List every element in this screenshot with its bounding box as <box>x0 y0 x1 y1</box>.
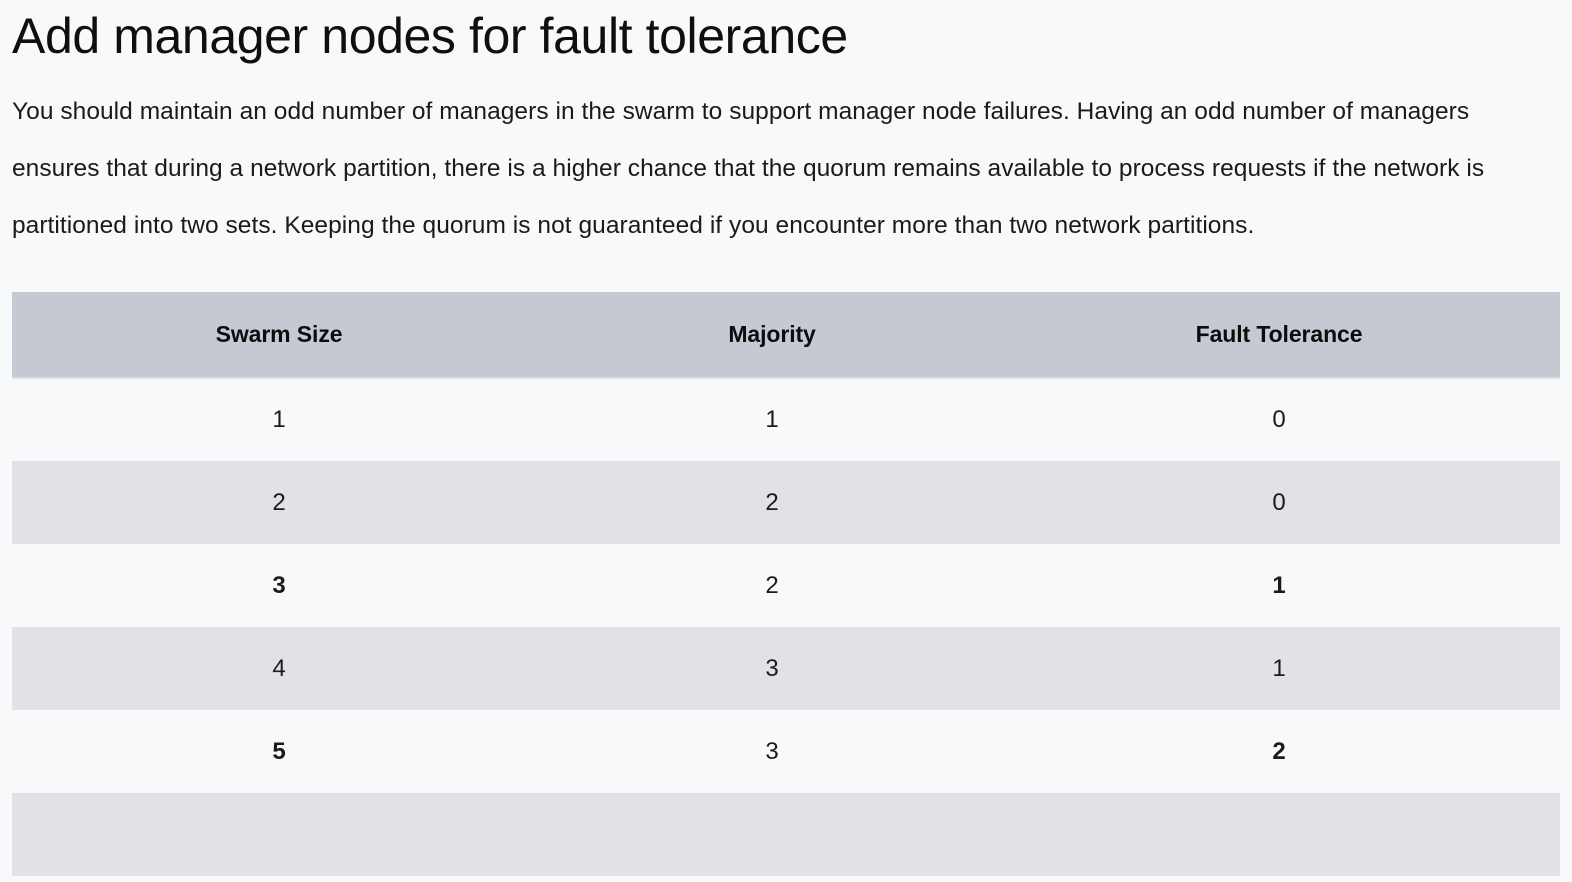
cell-swarm-size: 2 <box>272 488 286 516</box>
cell-swarm-size <box>12 793 546 876</box>
column-header-fault-tolerance: Fault Tolerance <box>998 292 1560 379</box>
intro-paragraph: You should maintain an odd number of man… <box>12 98 1485 239</box>
cell-fault-tolerance: 1 <box>1272 654 1286 682</box>
cell-fault-tolerance: 2 <box>1272 737 1286 765</box>
table-row: 2 2 0 <box>12 461 1560 544</box>
cell-fault-tolerance: 1 <box>1272 571 1286 599</box>
cell-swarm-size: 1 <box>272 406 286 433</box>
table-body: 1 1 0 2 2 0 3 2 1 4 3 1 <box>12 378 1560 876</box>
cell-majority: 3 <box>765 737 779 765</box>
cell-swarm-size: 3 <box>272 571 286 599</box>
page-title: Add manager nodes for fault tolerance <box>12 8 848 64</box>
cell-majority: 2 <box>765 488 779 516</box>
cell-swarm-size: 5 <box>272 737 286 765</box>
table-header-row: Swarm Size Majority Fault Tolerance <box>12 292 1560 379</box>
cell-majority <box>546 793 998 876</box>
table-row: 4 3 1 <box>12 627 1560 710</box>
cell-majority: 2 <box>765 571 779 599</box>
cell-fault-tolerance: 0 <box>1272 488 1286 516</box>
cell-majority: 3 <box>765 654 779 682</box>
swarm-fault-tolerance-table: Swarm Size Majority Fault Tolerance 1 1 … <box>12 292 1560 876</box>
table-row <box>12 793 1560 876</box>
table-row: 5 3 2 <box>12 710 1560 793</box>
column-header-majority: Majority <box>546 292 999 379</box>
swarm-fault-tolerance-table-wrapper: Swarm Size Majority Fault Tolerance 1 1 … <box>12 292 1560 876</box>
table-row: 3 2 1 <box>12 544 1560 627</box>
cell-fault-tolerance <box>998 793 1560 876</box>
cell-majority: 1 <box>765 406 779 433</box>
table-row: 1 1 0 <box>12 378 1560 461</box>
table-header: Swarm Size Majority Fault Tolerance <box>12 292 1560 379</box>
cell-fault-tolerance: 0 <box>1272 406 1286 433</box>
cell-swarm-size: 4 <box>272 654 286 682</box>
column-header-swarm-size: Swarm Size <box>12 292 547 379</box>
